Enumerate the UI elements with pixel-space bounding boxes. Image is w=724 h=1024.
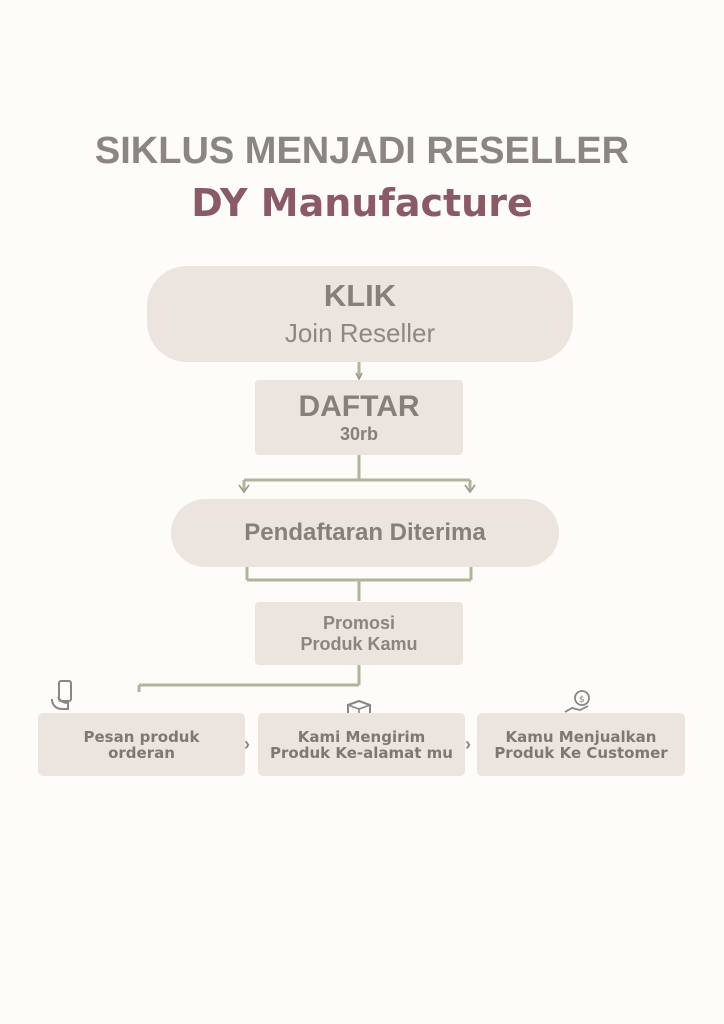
- phone-hand-icon: [51, 680, 72, 710]
- step-daftar-title: DAFTAR: [298, 389, 420, 423]
- chevron-right-icon: ›: [244, 734, 250, 754]
- arrow-daftar: [355, 372, 363, 381]
- step-jual-line2: Produk Ke Customer: [494, 743, 668, 762]
- step-kirim: Kami Mengirim Produk Ke-alamat mu: [258, 713, 465, 776]
- step-daftar: DAFTAR 30rb: [255, 380, 463, 455]
- arrow-right: [464, 484, 476, 494]
- step-daftar-price: 30rb: [339, 423, 379, 444]
- step-jual: Kamu Menjualkan Produk Ke Customer: [477, 713, 685, 776]
- svg-text:$: $: [579, 695, 585, 705]
- step-pesan-line2: orderan: [108, 743, 175, 762]
- step-klik-label: Join Reseller: [284, 318, 436, 348]
- step-pesan-line1: Pesan produk: [83, 727, 200, 746]
- step-klik: KLIK Join Reseller: [147, 266, 573, 362]
- step-kirim-line1: Kami Mengirim: [297, 727, 426, 746]
- diagram-subtitle: DY Manufacture: [191, 181, 533, 225]
- arrow-left: [238, 484, 250, 494]
- step-pesan: Pesan produk orderan: [38, 713, 245, 776]
- step-klik-title: KLIK: [323, 278, 397, 313]
- step-promosi: Promosi Produk Kamu: [255, 602, 463, 665]
- step-jual-line1: Kamu Menjualkan: [505, 727, 657, 746]
- chevron-right-icon: ›: [465, 734, 471, 754]
- step-diterima-label: Pendaftaran Diterima: [244, 519, 486, 546]
- step-diterima: Pendaftaran Diterima: [171, 499, 559, 567]
- diagram-title: SIKLUS MENJADI RESELLER: [94, 130, 630, 172]
- step-promosi-line1: Promosi: [322, 612, 396, 633]
- step-kirim-line2: Produk Ke-alamat mu: [270, 743, 453, 762]
- step-promosi-line2: Produk Kamu: [300, 633, 418, 654]
